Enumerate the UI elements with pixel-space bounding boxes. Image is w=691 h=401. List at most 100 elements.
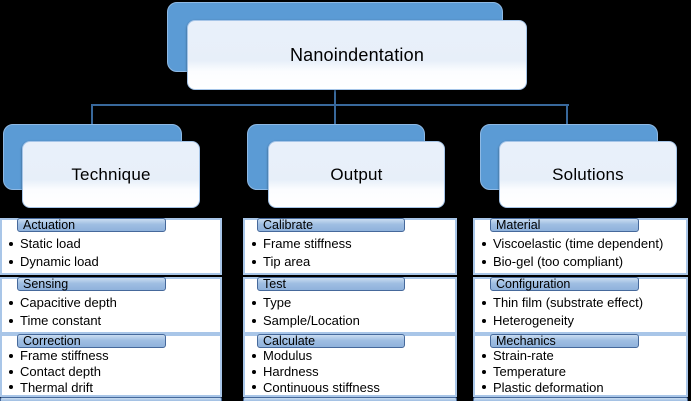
list-item-label: Thin film (substrate effect): [493, 295, 644, 310]
connector-horizontal: [91, 104, 569, 106]
bullet-icon: [9, 353, 13, 358]
list-item: Hardness: [252, 364, 455, 380]
list-item: Time constant: [9, 312, 220, 330]
section-header-label: Calibrate: [263, 218, 314, 232]
bullet-icon: [9, 259, 13, 264]
list-item: Type: [252, 294, 455, 312]
bullet-icon: [482, 241, 486, 246]
list-item: Temperature: [482, 364, 686, 380]
list-item-label: Time constant: [20, 313, 102, 328]
bullet-icon: [252, 318, 256, 323]
section-mechanics-header: Mechanics: [490, 334, 639, 348]
list-item: Sample/Location: [252, 312, 455, 330]
list-item: Dynamic load: [9, 253, 220, 271]
list-item-label: Contact depth: [20, 364, 101, 379]
list-item-label: Continuous stiffness: [263, 379, 380, 395]
section-actuation-header: Actuation: [17, 218, 166, 232]
section-mechanics-list: Strain-rate Temperature Plastic deformat…: [475, 348, 686, 395]
bullet-icon: [252, 369, 256, 374]
bullet-icon: [252, 385, 256, 390]
list-item: Contact depth: [9, 364, 220, 380]
section-material: Material Viscoelastic (time dependent) B…: [473, 218, 688, 275]
list-item-label: Frame stiffness: [263, 236, 352, 251]
section-material-header: Material: [490, 218, 639, 232]
list-item: Bio-gel (too compliant): [482, 253, 686, 271]
branch-technique-label: Technique: [71, 164, 151, 184]
list-item: Continuous stiffness: [252, 379, 455, 395]
section-calibrate-list: Frame stiffness Tip area: [245, 232, 455, 273]
list-item-label: Strain-rate: [493, 348, 554, 364]
list-item-label: Hardness: [263, 364, 319, 379]
section-actuation-list: Static load Dynamic load: [2, 232, 220, 273]
list-item: Frame stiffness: [9, 348, 220, 364]
list-item: Thin film (substrate effect): [482, 294, 686, 312]
list-item: Capacitive depth: [9, 294, 220, 312]
section-header-label: Material: [496, 218, 541, 232]
list-item-label: Heterogeneity: [493, 313, 574, 328]
root-node: Nanoindentation: [187, 20, 527, 90]
section-correction-list: Frame stiffness Contact depth Thermal dr…: [2, 348, 220, 395]
list-item-label: Temperature: [493, 364, 566, 379]
list-item-label: Tip area: [263, 254, 311, 269]
bullet-icon: [9, 369, 13, 374]
section-header-label: Calculate: [263, 334, 316, 348]
list-item-label: Plastic deformation: [493, 379, 604, 395]
list-item-label: Type: [263, 295, 292, 310]
section-header-label: Test: [263, 277, 286, 291]
branch-output-label: Output: [330, 164, 383, 184]
section-header-label: Configuration: [496, 277, 571, 291]
connector-stub-technique: [91, 104, 93, 125]
bullet-icon: [252, 259, 256, 264]
bullet-icon: [9, 241, 13, 246]
section-configuration-header: Configuration: [490, 277, 639, 291]
section-calibrate-header: Calibrate: [257, 218, 405, 232]
section-sensing-list: Capacitive depth Time constant: [2, 291, 220, 332]
bullet-icon: [252, 353, 256, 358]
list-item-label: Viscoelastic (time dependent): [493, 236, 664, 251]
branch-technique: Technique: [22, 141, 200, 208]
section-correction-header: Correction: [17, 334, 166, 348]
section-calculate-header: Calculate: [257, 334, 405, 348]
list-item-label: Capacitive depth: [20, 295, 117, 310]
list-item-label: Bio-gel (too compliant): [493, 254, 624, 269]
cropped-next-section-bar: [0, 397, 222, 401]
bullet-icon: [482, 385, 486, 390]
bullet-icon: [482, 318, 486, 323]
section-actuation: Actuation Static load Dynamic load: [0, 218, 222, 275]
bullet-icon: [482, 300, 486, 305]
section-calculate-list: Modulus Hardness Continuous stiffness: [245, 348, 455, 395]
list-item: Static load: [9, 235, 220, 253]
list-item-label: Dynamic load: [20, 254, 99, 269]
list-item: Tip area: [252, 253, 455, 271]
section-header-label: Correction: [23, 334, 81, 348]
bullet-icon: [9, 300, 13, 305]
section-header-label: Mechanics: [496, 334, 556, 348]
section-calculate: Calculate Modulus Hardness Continuous st…: [243, 334, 457, 397]
branch-solutions: Solutions: [499, 141, 677, 208]
bullet-icon: [482, 259, 486, 264]
bullet-icon: [9, 385, 13, 390]
bullet-icon: [482, 353, 486, 358]
bullet-icon: [9, 318, 13, 323]
list-item: Plastic deformation: [482, 379, 686, 395]
section-header-label: Sensing: [23, 277, 69, 291]
root-node-label: Nanoindentation: [289, 44, 425, 65]
section-material-list: Viscoelastic (time dependent) Bio-gel (t…: [475, 232, 686, 273]
list-item-label: Modulus: [263, 348, 313, 364]
bullet-icon: [252, 241, 256, 246]
connector-root-stub: [334, 90, 336, 106]
section-calibrate: Calibrate Frame stiffness Tip area: [243, 218, 457, 275]
section-correction: Correction Frame stiffness Contact depth…: [0, 334, 222, 397]
list-item: Frame stiffness: [252, 235, 455, 253]
section-header-label: Actuation: [23, 218, 76, 232]
section-test: Test Type Sample/Location: [243, 277, 457, 334]
section-configuration-list: Thin film (substrate effect) Heterogenei…: [475, 291, 686, 332]
section-test-header: Test: [257, 277, 405, 291]
list-item: Strain-rate: [482, 348, 686, 364]
section-test-list: Type Sample/Location: [245, 291, 455, 332]
cropped-next-section-bar: [243, 397, 457, 401]
branch-solutions-label: Solutions: [552, 164, 624, 184]
list-item: Heterogeneity: [482, 312, 686, 330]
cropped-next-section-bar: [473, 397, 688, 401]
